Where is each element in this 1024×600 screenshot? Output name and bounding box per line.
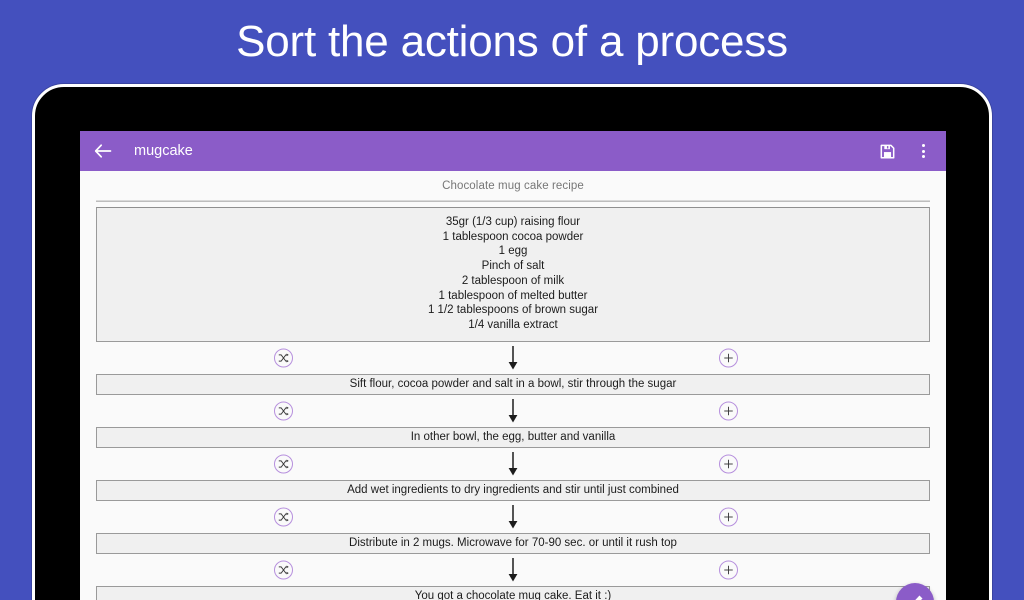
app-screen: mugcake Chocolate (80, 131, 946, 600)
flow-arrow (506, 451, 520, 477)
flow-arrow (506, 557, 520, 583)
ingredient-line: 1/4 vanilla extract (468, 318, 558, 331)
ingredient-line: 1 tablespoon cocoa powder (442, 230, 584, 243)
plus-icon (724, 406, 733, 415)
flow-arrow (506, 504, 520, 530)
recipe-content: Chocolate mug cake recipe 35gr (1/3 cup)… (80, 171, 946, 600)
ingredients-card[interactable]: 35gr (1/3 cup) raising flour 1 tablespoo… (96, 207, 930, 342)
shuffle-step-button[interactable] (274, 401, 293, 421)
arrow-left-icon (94, 144, 112, 158)
shuffle-icon (278, 512, 289, 522)
recipe-title: Chocolate mug cake recipe (442, 180, 584, 192)
add-step-button[interactable] (719, 454, 738, 474)
plus-icon (724, 353, 733, 362)
ingredient-line: 1 egg (498, 245, 528, 258)
ingredient-line: 1 tablespoon of melted butter (438, 289, 588, 302)
promo-headline: Sort the actions of a process (236, 17, 788, 66)
ingredient-line: 2 tablespoon of milk (461, 274, 565, 287)
save-button[interactable] (876, 140, 898, 162)
arrow-down-icon (508, 504, 518, 529)
shuffle-icon (278, 353, 289, 363)
step-box[interactable]: Sift flour, cocoa powder and salt in a b… (96, 373, 930, 395)
flow-arrow (506, 345, 520, 371)
app-bar-title: mugcake (134, 143, 193, 159)
arrow-down-icon (508, 398, 518, 423)
shuffle-step-button[interactable] (274, 348, 293, 368)
app-bar-actions (876, 140, 934, 162)
shuffle-step-button[interactable] (274, 454, 293, 474)
step-box[interactable]: In other bowl, the egg, butter and vanil… (96, 426, 930, 448)
tablet-device-frame: mugcake Chocolate (32, 84, 992, 600)
connector-row (96, 501, 930, 533)
ingredient-line: Pinch of salt (481, 260, 545, 273)
step-box[interactable]: You got a chocolate mug cake. Eat it :) (96, 585, 930, 600)
pencil-edit-icon (914, 595, 922, 600)
ingredient-line: 35gr (1/3 cup) raising flour (445, 216, 581, 228)
arrow-down-icon (508, 451, 518, 476)
floppy-disk-save-icon (880, 144, 894, 158)
shuffle-icon (278, 406, 289, 416)
more-vertical-icon (921, 144, 925, 158)
flow-arrow (506, 398, 520, 424)
add-step-button[interactable] (719, 507, 738, 527)
plus-icon (724, 565, 733, 574)
title-divider (96, 200, 930, 202)
app-bar: mugcake (80, 131, 946, 171)
ingredient-line: 1 1/2 tablespoons of brown sugar (427, 304, 599, 317)
arrow-down-icon (508, 345, 518, 370)
edit-fab-button[interactable] (896, 583, 934, 600)
shuffle-icon (278, 459, 289, 469)
add-step-button[interactable] (719, 560, 738, 580)
plus-icon (724, 459, 733, 468)
add-step-button[interactable] (719, 401, 738, 421)
connector-row (96, 554, 930, 586)
overflow-menu-button[interactable] (912, 140, 934, 162)
shuffle-step-button[interactable] (274, 507, 293, 527)
step-box[interactable]: Add wet ingredients to dry ingredients a… (96, 479, 930, 501)
step-box[interactable]: Distribute in 2 mugs. Microwave for 70-9… (96, 532, 930, 554)
arrow-down-icon (508, 557, 518, 582)
plus-icon (724, 512, 733, 521)
back-button[interactable] (90, 138, 116, 164)
add-step-button[interactable] (719, 348, 738, 368)
connector-row (96, 448, 930, 480)
shuffle-icon (278, 565, 289, 575)
connector-row (96, 395, 930, 427)
connector-row (96, 342, 930, 374)
shuffle-step-button[interactable] (274, 560, 293, 580)
